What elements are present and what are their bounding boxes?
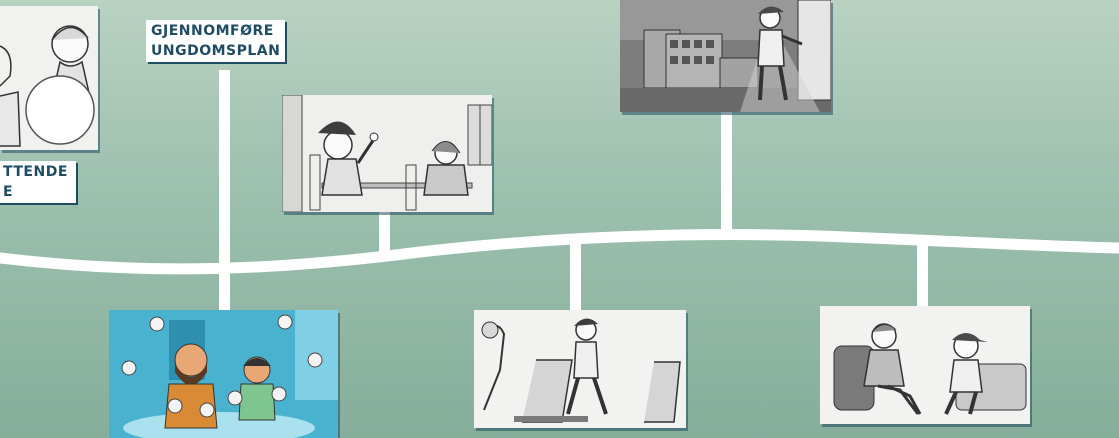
connector-classroom bbox=[379, 208, 390, 256]
left-partial-label: TTENDE E bbox=[0, 161, 76, 203]
panel-meeting bbox=[109, 310, 338, 438]
timeline-line bbox=[0, 229, 1119, 275]
center-label-line2: UNGDOMSPLAN bbox=[151, 43, 281, 59]
left-partial-label-line2: E bbox=[3, 184, 14, 200]
two-adults-illustration bbox=[0, 6, 98, 150]
connector-center-label bbox=[219, 70, 230, 312]
panel-top-left bbox=[0, 6, 98, 150]
left-partial-label-line1: TTENDE bbox=[3, 164, 68, 180]
panel-street bbox=[620, 0, 831, 112]
panel-counselor bbox=[820, 306, 1030, 424]
boy-walking-out-door bbox=[620, 0, 831, 112]
counselor-talking-with-boy bbox=[820, 306, 1030, 424]
boy-on-treadmill bbox=[474, 310, 686, 428]
center-label: GJENNOMFØRE UNGDOMSPLAN bbox=[146, 20, 286, 62]
family-meeting-video-call bbox=[109, 310, 338, 438]
boy-raising-hand-classroom bbox=[282, 95, 492, 212]
panel-classroom bbox=[282, 95, 492, 212]
connector-counselor bbox=[917, 244, 928, 306]
panel-treadmill bbox=[474, 310, 686, 428]
connector-treadmill bbox=[570, 244, 581, 310]
connector-street bbox=[721, 110, 732, 238]
center-label-line1: GJENNOMFØRE bbox=[151, 23, 274, 39]
